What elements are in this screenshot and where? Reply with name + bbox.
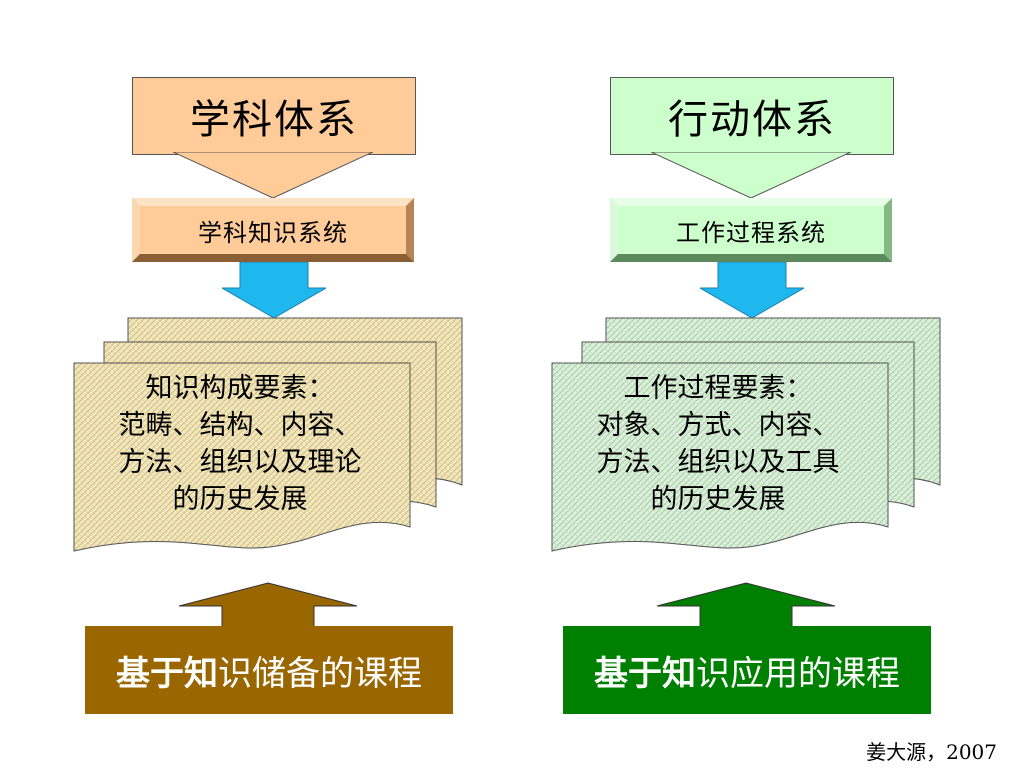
left-system-box: 学科知识系统: [132, 198, 414, 262]
right-document-stack: 工作过程要素： 对象、方式、内容、 方法、组织以及工具 的历史发展: [548, 315, 948, 575]
right-column: 行动体系 工作过程系统 工作过程要: [548, 0, 948, 768]
document-stack-icon: [551, 317, 941, 552]
left-doc-line3: 方法、组织以及理论: [118, 447, 362, 478]
document-stack-icon: [73, 317, 463, 552]
left-course-rest: 识储备的课程: [218, 653, 422, 694]
down-arrow-icon: [651, 152, 851, 198]
left-title: 学科体系: [132, 77, 416, 155]
right-system-label: 工作过程系统: [676, 218, 826, 247]
left-course-box: 基于知识储备的课程: [85, 626, 453, 714]
blue-down-arrow-icon: [700, 262, 804, 318]
right-doc-line2: 对象、方式、内容、: [596, 410, 840, 441]
right-system-box: 工作过程系统: [610, 198, 892, 262]
right-course-bold: 基于知: [594, 653, 696, 694]
down-arrow-icon: [173, 152, 373, 198]
right-doc-line3: 方法、组织以及工具: [596, 447, 840, 478]
up-arrow-icon: [656, 582, 836, 628]
left-system-label: 学科知识系统: [198, 218, 348, 247]
left-document-text: 知识构成要素： 范畴、结构、内容、 方法、组织以及理论 的历史发展: [74, 370, 406, 518]
right-doc-line4: 的历史发展: [650, 484, 786, 515]
blue-down-arrow-icon: [222, 262, 326, 318]
credit-text: 姜大源，2007: [866, 740, 997, 764]
right-course-box: 基于知识应用的课程: [563, 626, 931, 714]
left-doc-line2: 范畴、结构、内容、: [118, 410, 362, 441]
left-column: 学科体系 学科知识系统: [70, 0, 470, 768]
right-doc-line1: 工作过程要素：: [623, 373, 813, 404]
left-course-bold: 基于知: [116, 653, 218, 694]
right-title: 行动体系: [610, 77, 894, 155]
left-doc-line4: 的历史发展: [172, 484, 308, 515]
right-course-rest: 识应用的课程: [696, 653, 900, 694]
right-document-text: 工作过程要素： 对象、方式、内容、 方法、组织以及工具 的历史发展: [552, 370, 884, 518]
left-document-stack: 知识构成要素： 范畴、结构、内容、 方法、组织以及理论 的历史发展: [70, 315, 470, 575]
up-arrow-icon: [178, 582, 358, 628]
left-doc-line1: 知识构成要素：: [145, 373, 335, 404]
